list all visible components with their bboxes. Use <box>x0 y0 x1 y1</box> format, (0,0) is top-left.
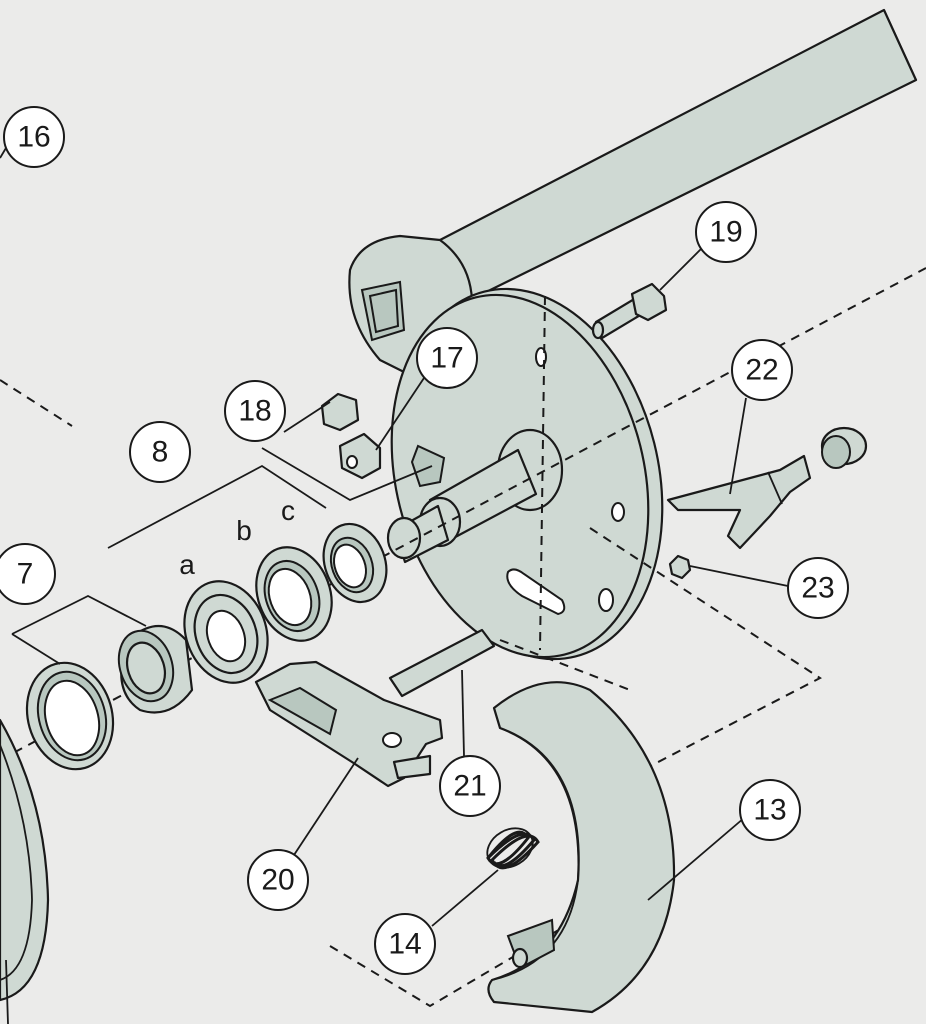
plate-hole-bottom <box>598 588 614 612</box>
nut-17 <box>338 432 382 480</box>
callout-23: 23 <box>787 557 849 619</box>
svg-text:13: 13 <box>753 794 786 827</box>
plate-hole-right <box>611 502 625 522</box>
adjuster-wedge <box>666 454 812 550</box>
axle-beam <box>438 8 918 302</box>
guide-line-shoe <box>499 639 631 691</box>
guide-line-right <box>589 527 822 787</box>
seal-c <box>322 522 388 604</box>
callout-22: 22 <box>731 339 793 401</box>
sub-label-c: c <box>281 495 295 526</box>
svg-text:16: 16 <box>17 121 50 154</box>
svg-text:18: 18 <box>238 395 271 428</box>
svg-text:19: 19 <box>709 216 742 249</box>
leader-lines <box>0 147 789 927</box>
spring <box>486 827 540 870</box>
sub-label-b: b <box>236 515 252 546</box>
svg-text:17: 17 <box>430 342 463 375</box>
callout-14: 14 <box>374 913 436 975</box>
svg-text:23: 23 <box>801 572 834 605</box>
svg-text:14: 14 <box>388 928 421 961</box>
plate-slot <box>506 568 566 616</box>
callout-18: 18 <box>224 380 286 442</box>
callout-19: 19 <box>695 201 757 263</box>
bearing-cone <box>117 625 194 714</box>
callout-13: 13 <box>739 779 801 841</box>
lever <box>254 660 444 788</box>
callout-8: 8 <box>129 421 191 483</box>
cap <box>820 426 868 469</box>
callout-21: 21 <box>439 755 501 817</box>
washer-a <box>183 580 269 684</box>
spindle <box>386 428 564 564</box>
nut-18 <box>320 392 360 432</box>
nut-23 <box>668 554 692 580</box>
callout-17: 17 <box>416 327 478 389</box>
guide-line-left <box>0 379 73 427</box>
seal-b <box>255 546 333 642</box>
callout-16: 16 <box>3 106 65 168</box>
vertical-axis <box>539 295 546 651</box>
svg-text:20: 20 <box>261 864 294 897</box>
sub-label-a: a <box>179 549 195 580</box>
svg-text:7: 7 <box>17 558 34 591</box>
brake-drum-edge <box>0 718 50 1024</box>
key <box>388 628 496 698</box>
svg-text:22: 22 <box>745 354 778 387</box>
callout-7: 7 <box>0 543 56 605</box>
bolt <box>591 282 668 340</box>
callout-20: 20 <box>247 849 309 911</box>
plate-tab <box>410 444 446 488</box>
svg-text:8: 8 <box>152 436 169 469</box>
brake-shoe <box>487 681 676 1014</box>
bearing-cup <box>25 661 115 771</box>
svg-text:21: 21 <box>453 770 486 803</box>
